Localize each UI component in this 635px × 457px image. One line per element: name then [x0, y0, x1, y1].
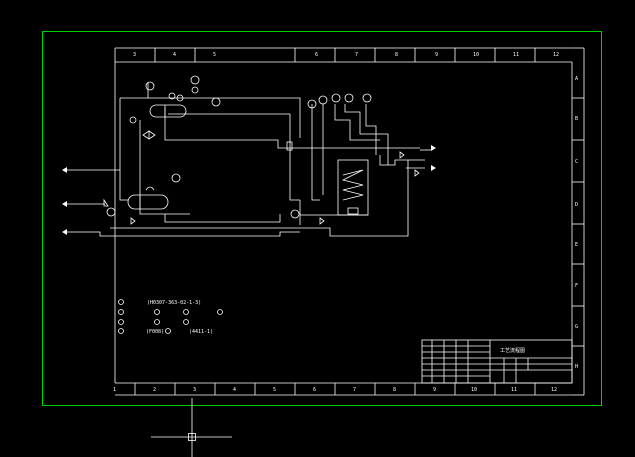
ruler-bottom: 1 2 3 4 5 6 7 8 9 10 11 12 [113, 383, 557, 395]
ruler-right-label: H [575, 364, 578, 370]
ruler-bottom-label: 11 [511, 387, 517, 393]
ruler-top-label: 8 [395, 52, 398, 58]
ruler-top-label: 12 [553, 52, 559, 58]
valve-icon [130, 130, 420, 225]
legend-code: (4411-1) [189, 329, 213, 335]
ruler-bottom-label: 12 [551, 387, 557, 393]
pump-icon [103, 198, 300, 219]
ruler-bottom-label: 9 [433, 387, 436, 393]
ruler-top-label: 7 [355, 52, 358, 58]
ruler-top-label: 9 [435, 52, 438, 58]
ruler-bottom-label: 10 [471, 387, 477, 393]
ruler-top: 3 4 5 6 7 8 9 10 11 12 [114, 48, 559, 62]
title-block [421, 339, 573, 384]
heat-exchanger-icon [337, 159, 369, 216]
ruler-right: A B C D E F G H [572, 76, 584, 370]
ruler-right-label: C [575, 159, 578, 165]
legend: (H0307-363-02-1-3) (F008) (4411-1) [118, 299, 223, 335]
ruler-bottom-label: 7 [353, 387, 356, 393]
ruler-top-label: 11 [513, 52, 519, 58]
drawing-border [114, 47, 585, 396]
ruler-top-label: 10 [473, 52, 479, 58]
outer-frame [42, 31, 602, 406]
ruler-bottom-label: 3 [193, 387, 196, 393]
ruler-top-label: 4 [173, 52, 176, 58]
ruler-right-label: A [575, 76, 578, 82]
ruler-bottom-label: 4 [233, 387, 236, 393]
ruler-right-label: F [575, 283, 578, 289]
ruler-bottom-label: 2 [153, 387, 156, 393]
ruler-right-label: B [575, 116, 578, 122]
legend-code: (H0307-363-02-1-3) [147, 300, 201, 306]
ruler-bottom-label: 1 [113, 387, 116, 393]
ruler-top-label: 3 [133, 52, 136, 58]
ruler-right-label: G [575, 324, 578, 330]
process-flow-diagram [65, 82, 432, 237]
drawing-title: 工艺流程图 [500, 347, 525, 354]
legend-code: (F008) [146, 329, 164, 335]
ruler-bottom-label: 6 [313, 387, 316, 393]
separator-vessel [127, 104, 293, 210]
ruler-top-label: 5 [213, 52, 216, 58]
ruler-right-label: D [575, 202, 578, 208]
flow-arrows [62, 145, 436, 235]
ruler-top-label: 6 [315, 52, 318, 58]
crosshair-cursor-icon [151, 398, 232, 457]
ruler-bottom-label: 8 [393, 387, 396, 393]
ruler-right-label: E [575, 242, 578, 248]
ruler-bottom-label: 5 [273, 387, 276, 393]
instrument-bubble-icon [129, 75, 372, 183]
